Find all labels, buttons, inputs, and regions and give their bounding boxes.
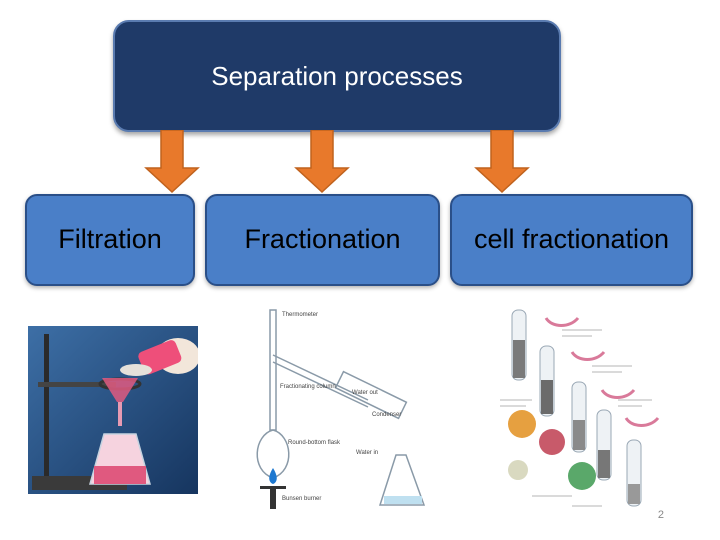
fractionating-column-label: Fractionating column — [280, 384, 336, 390]
fractionation-node: Fractionation — [205, 194, 440, 286]
separation-processes-label: Separation processes — [211, 60, 463, 91]
separation-processes-node: Separation processes — [113, 20, 561, 132]
thermometer-label: Thermometer — [282, 312, 318, 318]
arrow-down-icon — [474, 130, 530, 194]
condenser-label: Condenser — [372, 412, 401, 418]
fractionation-label: Fractionation — [244, 224, 401, 255]
distillation-apparatus-diagram: Thermometer Fractionating column Water o… — [256, 309, 426, 509]
bunsen-burner-label: Bunsen burner — [282, 496, 321, 502]
cell-fractionation-diagram — [500, 309, 660, 507]
water-in-label: Water in — [356, 450, 378, 456]
filtration-node: Filtration — [25, 194, 195, 286]
water-out-label: Water out — [352, 390, 378, 396]
arrow-down-icon — [144, 130, 200, 194]
round-bottom-flask-label: Round-bottom flask — [288, 440, 341, 446]
arrow-down-icon — [294, 130, 350, 194]
filtration-label: Filtration — [58, 224, 162, 255]
page-number: 2 — [657, 509, 664, 521]
cell-fractionation-label: cell fractionation — [473, 224, 670, 255]
filtration-photo — [28, 326, 198, 494]
cell-fractionation-node: cell fractionation — [450, 194, 693, 286]
